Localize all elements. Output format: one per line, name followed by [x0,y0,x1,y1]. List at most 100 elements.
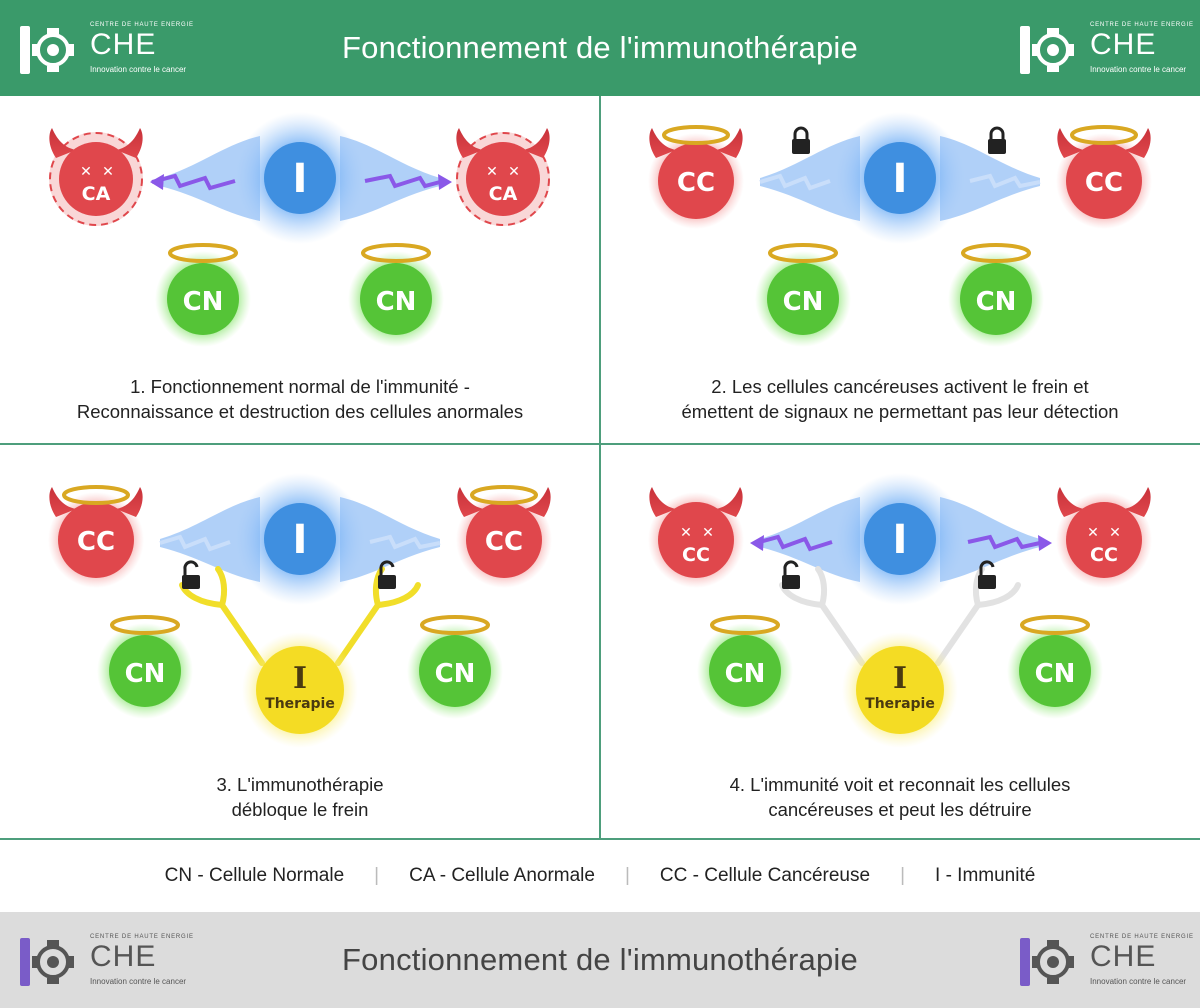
svg-text:✕: ✕ [508,163,520,179]
signal-right [967,534,1041,550]
logo-tagline-top: CENTRE DE HAUTE ENERGIE [1090,22,1194,28]
normal-cell-left: CN [97,615,193,719]
immune-signal-left [160,497,260,582]
caption-line: 3. L'immunothérapie [216,774,384,795]
immune-cell [864,503,936,575]
immune-signal-left [160,136,260,221]
abnormal-cell-right: ✕ ✕ CA [456,128,550,226]
che-emblem-icon [20,938,74,986]
svg-text:✕: ✕ [102,163,114,179]
caption-line: Reconnaissance et destruction des cellul… [76,401,524,422]
logo-tagline-bottom: Innovation contre le cancer [1090,65,1187,74]
normal-cell-right: CN [948,243,1044,347]
che-logo: CENTRE DE HAUTE ENERGIE CHE Innovation c… [1020,22,1193,76]
immune-cell [264,503,336,575]
unlocked-lock-icon [978,560,996,589]
svg-text:CN: CN [976,287,1017,317]
caption-line: cancéreuses et peut les détruire [768,799,1032,820]
svg-text:CC: CC [677,168,715,198]
svg-text:✕: ✕ [702,524,714,540]
panel-1-caption: 1. Fonctionnement normal de l'immunité -… [0,374,600,424]
legend: CN - Cellule Normale | CA - Cellule Anor… [0,840,1200,912]
panel-1: I ✕ ✕ CA ✕ ✕ CA [0,96,600,443]
che-logo: CENTRE DE HAUTE ENERGIE CHE Innovation c… [20,934,193,988]
pale-signal-right [369,534,441,550]
immune-label: I [293,517,308,563]
svg-text:✕: ✕ [80,163,92,179]
pale-signal-left [759,173,831,191]
immune-label: I [893,517,908,563]
caption-line: émettent de signaux ne permettant pas le… [681,401,1119,422]
dead-cancer-cell-right: ✕ ✕ CC [1056,487,1152,588]
caption-line: 2. Les cellules cancéreuses activent le … [711,376,1089,397]
svg-text:CA: CA [82,183,111,205]
immune-cell [264,142,336,214]
immune-signal-left [760,136,860,221]
svg-text:CN: CN [125,659,166,689]
logo-name: CHE [90,28,157,61]
legend-divider [0,838,1200,840]
logo-name: CHE [1090,940,1157,973]
svg-text:CN: CN [1035,659,1076,689]
svg-text:Therapie: Therapie [865,696,935,712]
signal-left [755,534,833,552]
dead-cancer-cell-left: ✕ ✕ CC [648,487,744,588]
immune-signal-left [760,497,860,582]
che-logo: CENTRE DE HAUTE ENERGIE CHE Innovation c… [1020,934,1193,988]
panel-2: I CC CC [600,96,1200,443]
logo-tagline-bottom: Innovation contre le cancer [90,977,187,986]
panel-divider-vertical [599,96,601,838]
cancer-cell-left: CC [648,125,744,229]
unlocked-lock-icon [182,560,200,589]
cancer-cell-right: CC [456,485,552,588]
arrowhead-left [150,174,164,190]
lock-icon [988,126,1006,154]
pale-signal-left [159,534,231,552]
svg-text:CN: CN [783,287,824,317]
therapy-cell: I Therapie [242,632,358,748]
logo-name: CHE [90,940,157,973]
page-title: Fonctionnement de l'immunothérapie [342,30,858,65]
normal-cell-left: CN [697,615,793,719]
legend-item-cn: CN - Cellule Normale [164,865,345,886]
svg-text:CC: CC [682,544,710,566]
arrowhead-left [750,535,764,551]
legend-item-cc: CC - Cellule Cancéreuse [659,865,871,886]
arrowhead-right [438,174,452,190]
logo-tagline-top: CENTRE DE HAUTE ENERGIE [90,934,194,940]
che-emblem-icon [20,26,74,74]
logo-tagline-top: CENTRE DE HAUTE ENERGIE [1090,934,1194,940]
arrowhead-right [1038,535,1052,551]
svg-text:CN: CN [725,659,766,689]
che-emblem-icon [1020,26,1074,74]
che-logo: CENTRE DE HAUTE ENERGIE CHE Innovation c… [20,22,193,76]
header-bar: CENTRE DE HAUTE ENERGIE CHE Innovation c… [0,0,1200,96]
panel-3-caption: 3. L'immunothérapie débloque le frein [0,772,600,822]
svg-text:CC: CC [77,527,115,557]
normal-cell-right: CN [348,243,444,347]
logo-tagline-bottom: Innovation contre le cancer [1090,977,1187,986]
svg-text:I: I [893,661,907,696]
footer-title: Fonctionnement de l'immunothérapie [342,942,858,977]
panel-divider-horizontal [0,443,1200,445]
panel-2-caption: 2. Les cellules cancéreuses activent le … [600,374,1200,424]
normal-cell-right: CN [1007,615,1103,719]
svg-text:✕: ✕ [1109,524,1121,540]
logo-tagline-top: CENTRE DE HAUTE ENERGIE [90,22,194,28]
therapy-cell: I Therapie [842,632,958,748]
svg-text:CA: CA [489,183,518,205]
panel-3: I CC [0,445,600,838]
panel-3-diagram: I CC [48,473,552,748]
legend-item-ca: CA - Cellule Anormale [409,865,595,886]
cancer-cell-left: CC [48,485,144,588]
svg-text:CC: CC [485,527,523,557]
legend-separator: | [624,865,630,886]
cancer-cell-right: CC [1056,125,1152,229]
caption-line: débloque le frein [231,799,369,820]
immune-label: I [893,156,908,202]
legend-separator: | [374,865,380,886]
panel-1-diagram: I ✕ ✕ CA ✕ ✕ CA [49,112,550,347]
pale-signal-right [969,173,1041,189]
legend-item-i: I - Immunité [935,865,1036,886]
signal-left [151,173,236,191]
